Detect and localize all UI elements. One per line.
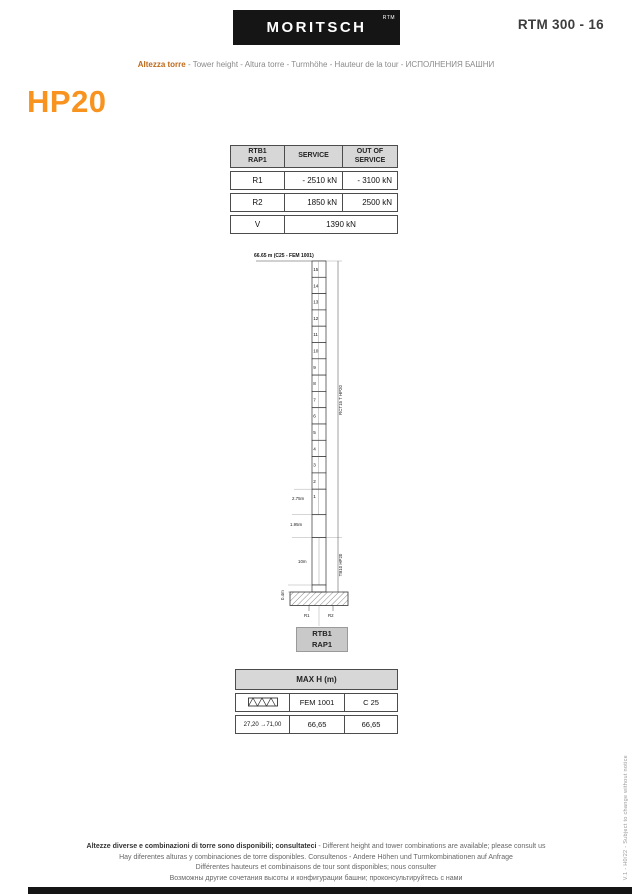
footer-line-3: Différentes hauteurs et combinaisons de … bbox=[195, 864, 437, 871]
dim-10: 10m bbox=[298, 559, 307, 564]
bottom-bar bbox=[28, 887, 632, 894]
reaction-r2-label: R2 bbox=[328, 613, 334, 618]
tower-height-label: 66.65 m (C25 - FEM 1001) bbox=[254, 253, 314, 259]
footer-note: Altezze diverse e combinazioni di torre … bbox=[0, 842, 632, 884]
svg-text:6: 6 bbox=[313, 414, 316, 419]
svg-text:11: 11 bbox=[313, 332, 318, 337]
svg-text:7: 7 bbox=[313, 397, 316, 402]
max-h-values-row: 27,20 →71,00 66,65 66,65 bbox=[235, 715, 398, 734]
segment-number: 1 bbox=[313, 494, 316, 499]
svg-text:13: 13 bbox=[313, 300, 319, 305]
footer-line-2: Hay diferentes alturas y combinaciones d… bbox=[119, 853, 513, 861]
r1-service-value: - 2510 kN bbox=[285, 171, 343, 190]
row-label: V bbox=[230, 215, 285, 234]
svg-text:3: 3 bbox=[313, 463, 316, 468]
mast-label-tb10: TB10 HP20 bbox=[338, 553, 343, 576]
load-table-service-header: SERVICE bbox=[285, 145, 343, 168]
svg-text:12: 12 bbox=[313, 316, 319, 321]
svg-text:2: 2 bbox=[313, 479, 316, 484]
subtitle: Altezza torre - Tower height - Altura to… bbox=[0, 60, 632, 69]
tower-truss-icon bbox=[247, 696, 278, 707]
v-value: 1390 kN bbox=[285, 215, 398, 234]
svg-text:4: 4 bbox=[313, 446, 316, 451]
dim-1-95: 1.95m bbox=[290, 522, 303, 527]
revision-side-note: V.1 - H0/22 - Subject to change without … bbox=[623, 754, 629, 880]
mast-label-rct15: RCT15 T HP20 bbox=[338, 385, 343, 415]
load-table-row-r1: R1 - 2510 kN - 3100 kN bbox=[230, 171, 398, 190]
page-title: HP20 bbox=[27, 84, 107, 119]
load-table-row-r2: R2 1850 kN 2500 kN bbox=[230, 193, 398, 212]
tower-elevation-diagram: 66.65 m (C25 - FEM 1001) 151413121110987… bbox=[254, 253, 349, 626]
svg-text:14: 14 bbox=[313, 283, 319, 288]
load-table-corner-header: RTB1 RAP1 bbox=[230, 145, 285, 168]
max-h-title-row: MAX H (m) bbox=[235, 669, 398, 690]
max-h-header-row: FEM 1001 C 25 bbox=[235, 693, 398, 712]
max-h-fem-value: 66,65 bbox=[290, 715, 345, 734]
row-label: R2 bbox=[230, 193, 285, 212]
tower-type-cell bbox=[235, 693, 290, 712]
logo-sub-mark: RTM bbox=[382, 15, 395, 21]
dim-0-4: 0.4m bbox=[280, 590, 285, 600]
moritsch-logo: MORITSCH RTM bbox=[233, 10, 400, 45]
height-range: 27,20 →71,00 bbox=[235, 715, 290, 734]
subtitle-translations: - Tower height - Altura torre - Turmhöhe… bbox=[185, 60, 495, 69]
footer-line-4: Возможны другие сочетания высоты и конфи… bbox=[169, 874, 463, 882]
base-plate-callout: RTB1 RAP1 bbox=[296, 627, 348, 652]
max-h-table: MAX H (m) FEM 1001 C 25 27,20 →71,00 66,… bbox=[235, 666, 398, 737]
foundation-slab bbox=[289, 591, 349, 606]
r2-service-value: 1850 kN bbox=[285, 193, 343, 212]
reaction-r1-label: R1 bbox=[304, 613, 310, 618]
load-table-row-v: V 1390 kN bbox=[230, 215, 398, 234]
model-number: RTM 300 - 16 bbox=[517, 17, 604, 32]
load-table-out-of-service-header: OUT OF SERVICE bbox=[343, 145, 398, 168]
svg-text:5: 5 bbox=[313, 430, 316, 435]
logo-text: MORITSCH bbox=[266, 19, 367, 36]
dim-2-75: 2.75m bbox=[292, 496, 305, 501]
subtitle-primary: Altezza torre bbox=[137, 60, 186, 69]
col-c25: C 25 bbox=[345, 693, 398, 712]
svg-text:8: 8 bbox=[313, 381, 316, 386]
svg-text:15: 15 bbox=[313, 267, 319, 272]
row-label: R1 bbox=[230, 171, 285, 190]
tower-segments: 15 14 13 12 11 10 9 8 7 6 5 4 3 2 bbox=[311, 260, 327, 490]
r1-out-value: - 3100 kN bbox=[343, 171, 398, 190]
footer-line-1: Altezze diverse e combinazioni di torre … bbox=[86, 843, 546, 850]
svg-text:9: 9 bbox=[313, 365, 316, 370]
r2-out-value: 2500 kN bbox=[343, 193, 398, 212]
max-h-title: MAX H (m) bbox=[235, 669, 398, 690]
svg-text:10: 10 bbox=[313, 349, 319, 354]
max-h-c25-value: 66,65 bbox=[345, 715, 398, 734]
col-fem-1001: FEM 1001 bbox=[290, 693, 345, 712]
load-table-header-row: RTB1 RAP1 SERVICE OUT OF SERVICE bbox=[230, 145, 398, 168]
load-table: RTB1 RAP1 SERVICE OUT OF SERVICE R1 - 25… bbox=[230, 142, 398, 237]
